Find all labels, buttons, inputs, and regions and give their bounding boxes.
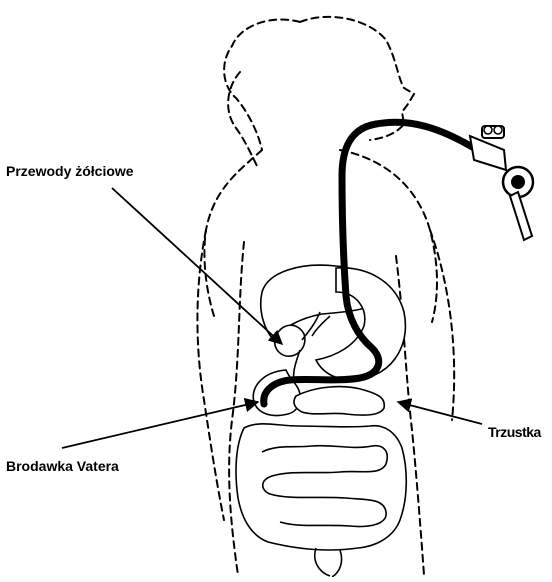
label-bile-ducts: Przewody żółciowe xyxy=(6,163,134,179)
endoscope-control-head-icon xyxy=(470,126,533,240)
endoscope xyxy=(264,122,533,404)
right-arm xyxy=(430,230,454,420)
large-intestine xyxy=(236,424,406,550)
pancreas xyxy=(294,387,384,415)
left-arm xyxy=(197,230,224,520)
label-pancreas: Trzustka xyxy=(488,424,541,440)
shoulder-left xyxy=(204,150,262,316)
organs xyxy=(236,265,406,577)
head-outline xyxy=(224,17,414,150)
label-papilla: Brodawka Vatera xyxy=(6,458,119,474)
ponytail-outline xyxy=(228,72,258,168)
sigmoid-colon xyxy=(315,548,342,577)
pointer-papilla xyxy=(62,402,258,448)
